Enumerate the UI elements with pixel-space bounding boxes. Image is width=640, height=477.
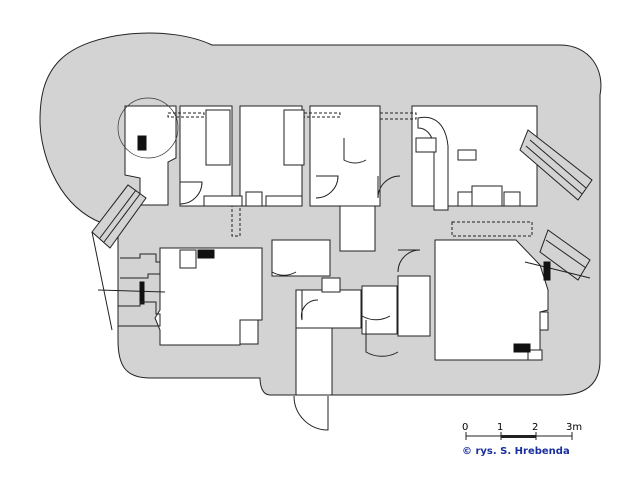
stepped-wall-left-2 <box>118 301 161 327</box>
embrasures <box>91 129 593 281</box>
shaft-lid <box>457 149 477 161</box>
embrasure-left-line-1 <box>99 189 137 239</box>
room-stair <box>397 275 431 337</box>
bench-2 <box>245 191 263 207</box>
door-swing-3 <box>377 175 401 199</box>
credit-text: © rys. S. Hrebenda <box>462 446 570 457</box>
door-swing-2 <box>315 175 339 199</box>
table-mid <box>321 277 341 293</box>
equipment-left <box>197 249 215 259</box>
door-swing-5 <box>397 249 421 273</box>
vent-3 <box>379 112 417 120</box>
bench-4 <box>457 191 473 207</box>
bench-3 <box>265 195 303 207</box>
cabinet-left <box>179 249 197 269</box>
room-top-3 <box>309 105 381 207</box>
curved-shaft <box>417 116 449 211</box>
equipment-right-slot <box>543 261 551 281</box>
equipment <box>137 135 551 353</box>
room-bottom-right <box>434 239 549 361</box>
door-swing-1 <box>179 181 203 205</box>
room-tower <box>124 105 177 206</box>
vent-4 <box>231 205 241 237</box>
table-br <box>539 311 549 331</box>
scale-label-0: 0 <box>462 422 468 433</box>
door-swing-9 <box>293 395 329 431</box>
guide-line-left-1 <box>91 231 113 331</box>
bunk-1 <box>205 109 231 166</box>
embrasure-tr-line-1 <box>529 139 587 189</box>
corridor-central <box>339 205 376 252</box>
vent-1 <box>167 112 205 118</box>
embrasure-right <box>539 229 591 281</box>
cabinet-left-2 <box>239 319 259 345</box>
bench-1 <box>203 195 243 207</box>
scale-bar: 0 1 2 3m <box>462 422 582 440</box>
vent-5 <box>451 221 533 237</box>
bench-5 <box>471 185 503 207</box>
equipment-tower <box>137 135 147 151</box>
embrasure-left-line-2 <box>103 193 141 243</box>
bunk-2 <box>283 109 305 166</box>
scale-label-3: 3m <box>566 422 582 433</box>
room-bottom-mid-1 <box>271 239 331 277</box>
equipment-left-slot <box>139 281 145 305</box>
guide-line-right-1 <box>524 261 591 279</box>
bench-6 <box>503 191 521 207</box>
door-swing-6 <box>343 138 367 164</box>
tower-circle <box>117 97 179 159</box>
equipment-br <box>513 343 531 353</box>
door-swing-10 <box>301 290 319 321</box>
table-br-2 <box>527 349 543 361</box>
scale-bar-fill <box>501 435 536 438</box>
door-swing-7 <box>361 288 391 321</box>
embrasure-left <box>91 184 147 249</box>
room-bottom-mid-3 <box>361 285 398 335</box>
embrasure-right-line <box>545 239 587 269</box>
door-swing-4 <box>271 248 297 276</box>
corridor-bottom <box>295 327 333 396</box>
scale-label-2: 2 <box>532 422 538 433</box>
vents <box>167 112 533 237</box>
stepped-wall-left <box>120 253 161 279</box>
box-top-right <box>415 137 437 153</box>
door-swing-8 <box>365 320 399 357</box>
scale-label-1: 1 <box>497 422 503 433</box>
doors <box>179 138 421 431</box>
furniture <box>179 109 549 361</box>
room-bottom-mid-2 <box>295 289 362 329</box>
embrasure-tr-line-2 <box>525 145 583 195</box>
guide-line-left-2 <box>97 289 166 293</box>
